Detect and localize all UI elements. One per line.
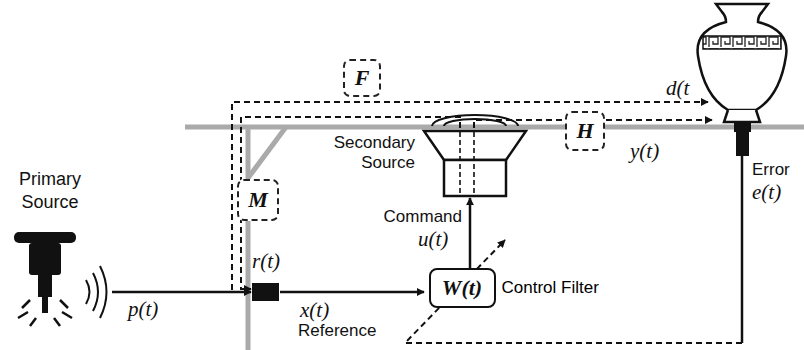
sound-waves-part bbox=[86, 280, 90, 304]
jackhammer-icon-part bbox=[18, 300, 72, 326]
signal-wires-part bbox=[112, 291, 251, 294]
acoustic-paths bbox=[232, 102, 742, 343]
sound-waves-part bbox=[100, 266, 107, 318]
signal-name: p(t) bbox=[128, 298, 158, 320]
signal-name: y(t) bbox=[630, 140, 659, 162]
support-frame-part bbox=[246, 127, 251, 350]
acoustic-paths-part bbox=[232, 102, 708, 290]
error-sensor-part bbox=[736, 132, 749, 156]
transfer-box: M bbox=[237, 179, 279, 221]
jackhammer-icon bbox=[14, 232, 76, 326]
jackhammer-icon-part bbox=[14, 232, 76, 243]
signal-name: x(t) bbox=[300, 299, 329, 321]
transfer-box: F bbox=[343, 59, 381, 97]
vase bbox=[698, 4, 787, 122]
acoustic-paths-part bbox=[405, 240, 742, 343]
error-sensor-part bbox=[734, 122, 751, 132]
signal-wires-part bbox=[280, 291, 424, 294]
vase-part bbox=[724, 110, 760, 122]
error-sensor bbox=[734, 122, 751, 156]
control-filter-box: W(t)Control Filter bbox=[429, 268, 496, 308]
transfer-box: H bbox=[565, 111, 605, 151]
signal-name: e(t) bbox=[752, 181, 781, 203]
support-frame bbox=[185, 127, 804, 350]
loudspeaker bbox=[424, 115, 526, 196]
signal-name: u(t) bbox=[418, 228, 448, 250]
transfer-symbol: H bbox=[576, 119, 593, 143]
reference-sensor-part bbox=[252, 283, 279, 301]
loudspeaker-part bbox=[424, 131, 526, 160]
reference-sensor bbox=[252, 283, 279, 301]
jackhammer-icon-part bbox=[29, 243, 61, 275]
support-frame-part bbox=[248, 127, 286, 178]
source-label: Secondary Source bbox=[315, 133, 415, 173]
jackhammer-icon-part bbox=[42, 297, 48, 313]
sensor-label: Error bbox=[752, 160, 790, 180]
signal-caption: Reference bbox=[298, 321, 376, 341]
loudspeaker-part bbox=[444, 160, 506, 196]
transfer-symbol: M bbox=[248, 188, 268, 212]
transfer-symbol: W(t) bbox=[442, 276, 482, 300]
signal-caption: Command bbox=[372, 207, 462, 227]
jackhammer-icon-part bbox=[38, 275, 52, 297]
transfer-symbol: F bbox=[355, 66, 370, 90]
signal-name: r(t) bbox=[252, 250, 280, 272]
support-frame-part bbox=[185, 125, 804, 130]
sound-waves-part bbox=[93, 273, 98, 311]
signal-wires-part bbox=[741, 156, 744, 343]
loudspeaker-part bbox=[444, 119, 506, 126]
vase-part bbox=[703, 36, 781, 49]
vase-part bbox=[698, 4, 787, 110]
signal-wires bbox=[112, 156, 742, 343]
sound-waves bbox=[86, 266, 107, 318]
box-caption: Control Filter bbox=[502, 278, 599, 298]
loudspeaker-part bbox=[432, 115, 518, 126]
signal-wires-part bbox=[469, 198, 472, 268]
source-label: Primary Source bbox=[0, 168, 100, 214]
loudspeaker-part bbox=[460, 132, 474, 195]
signal-name: d(t bbox=[666, 77, 689, 99]
